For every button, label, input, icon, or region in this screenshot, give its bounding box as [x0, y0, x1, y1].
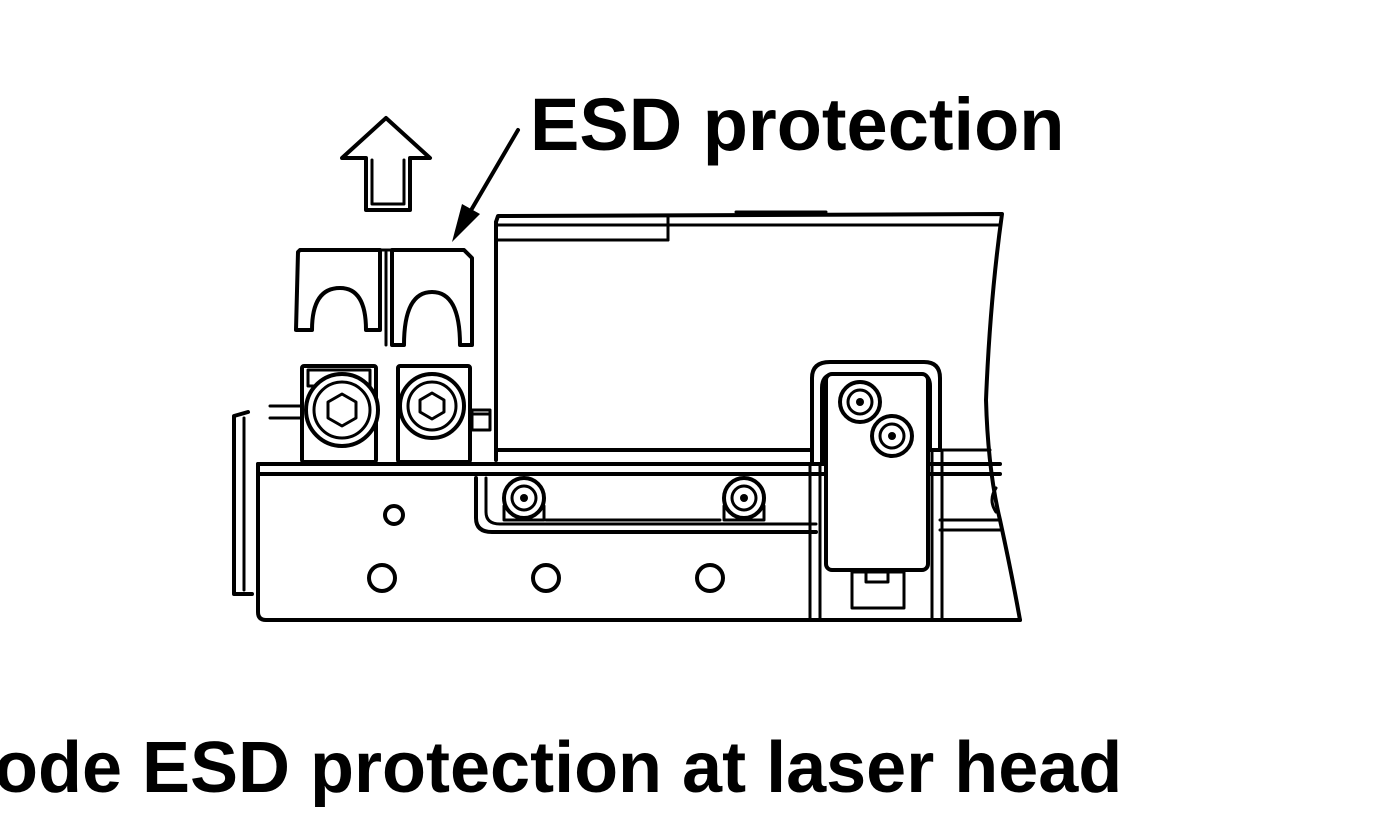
channel-screw-right	[722, 476, 766, 522]
leader-arrow-icon	[452, 128, 520, 242]
caption: ode ESD protection at laser head	[0, 728, 1122, 808]
callout-label: ESD protection	[530, 83, 1064, 166]
screw-block-left	[268, 364, 380, 464]
clamp-plate	[810, 360, 942, 610]
channel-screw-left	[502, 476, 546, 522]
arrow-up-icon	[340, 116, 432, 212]
base-holes	[367, 504, 725, 593]
screw-block-right	[396, 364, 492, 464]
esd-protection-clip	[294, 248, 474, 347]
